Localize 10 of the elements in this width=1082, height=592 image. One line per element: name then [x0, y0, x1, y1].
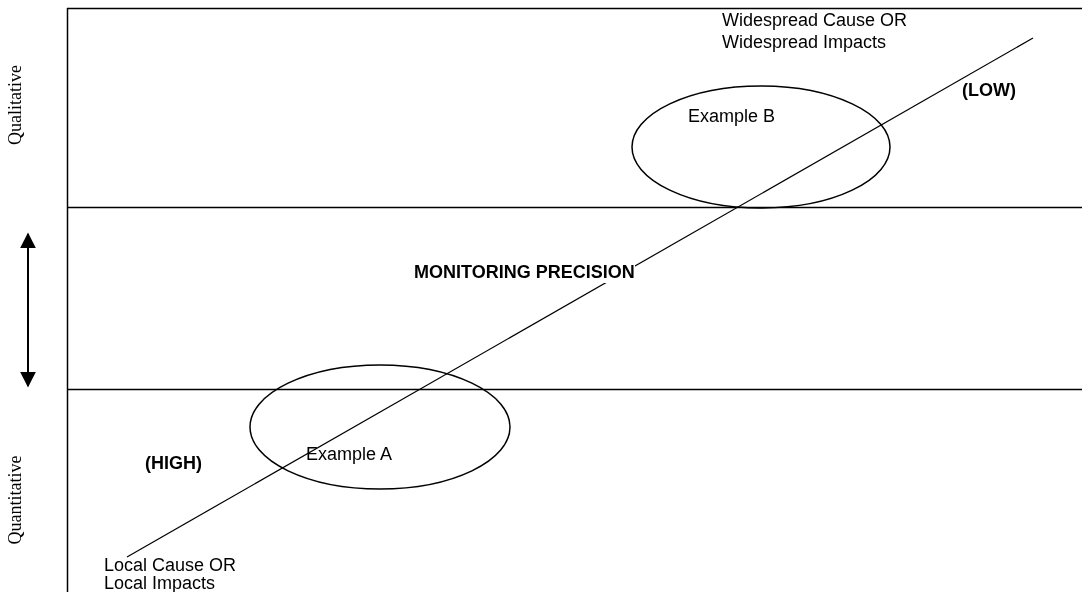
ellipse-region — [631, 85, 891, 209]
annotation-text: Local Cause OR Local Impacts — [104, 556, 238, 592]
scale-label: (HIGH) — [145, 452, 202, 474]
axis-label: Qualitative — [4, 65, 26, 145]
ellipse-region — [249, 364, 511, 490]
annotation-text: Widespread Cause OR Widespread Impacts — [722, 9, 909, 53]
region-label: Example B — [688, 105, 776, 127]
scale-label: (LOW) — [962, 79, 1016, 101]
axis-label: Quantitative — [4, 455, 26, 545]
region-label: Example A — [306, 443, 393, 465]
